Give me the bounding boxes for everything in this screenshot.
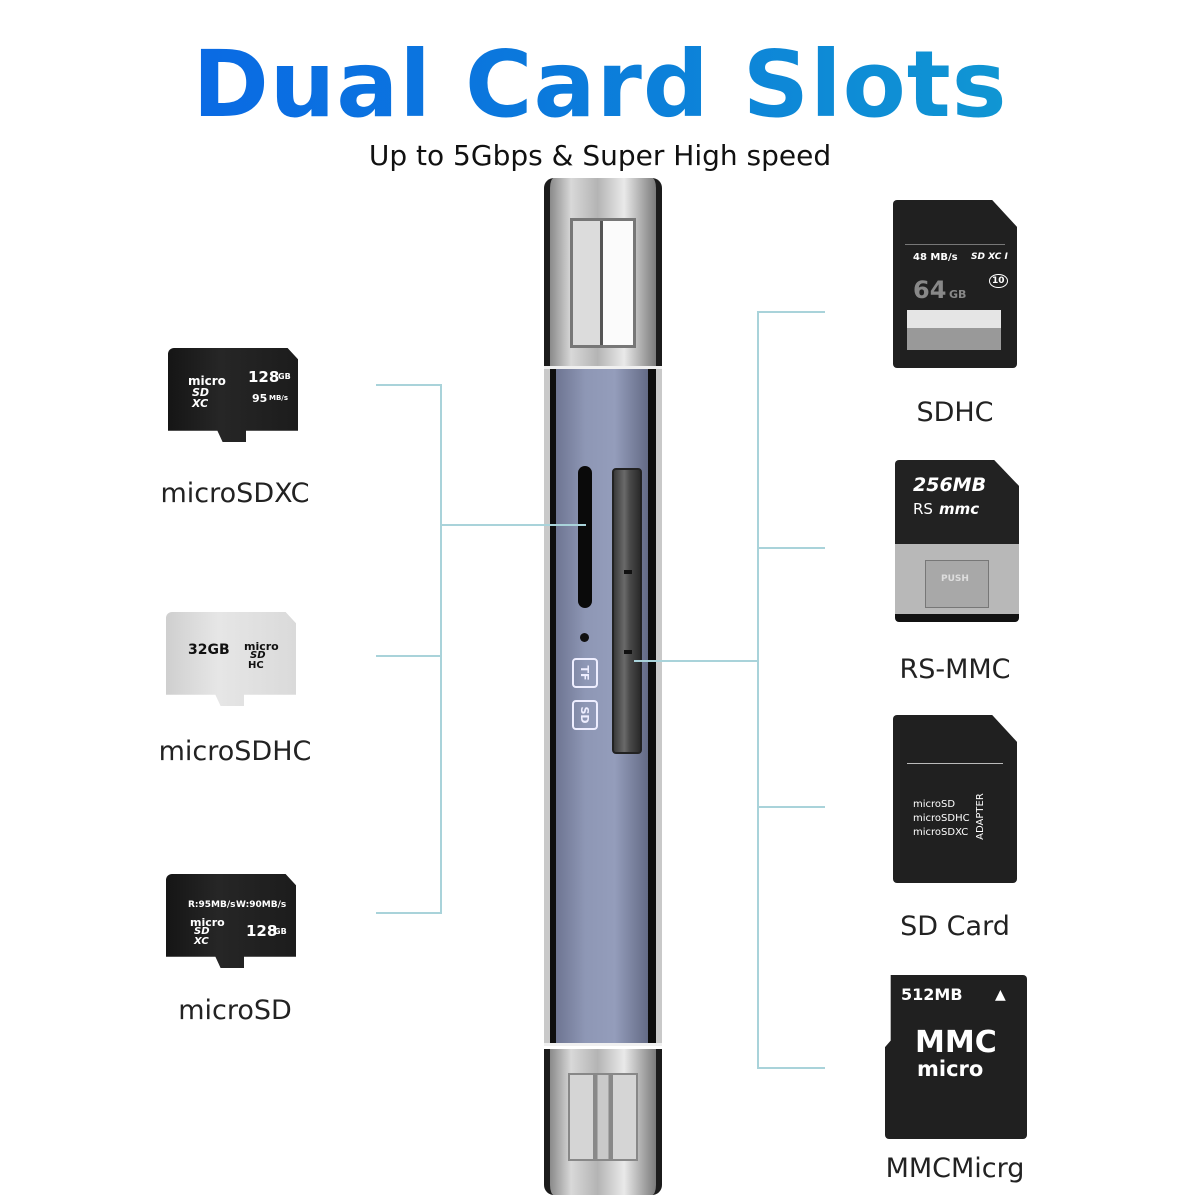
label-microsdhc: microSDHC <box>158 736 312 767</box>
sd-slot-icon: SD <box>572 700 598 730</box>
label-sd-card: SD Card <box>900 911 1010 942</box>
device-top-connector <box>544 178 662 366</box>
sd-adapter-card-image: microSD microSDHC microSDXC ADAPTER <box>893 715 1017 883</box>
label-sdhc: SDHC <box>916 397 994 428</box>
label-rs-mmc: RS-MMC <box>899 654 1011 685</box>
microsd-card-image: R:95MB/s W:90MB/s micro SD XC 128 GB <box>166 874 296 968</box>
triangle-icon: ▲ <box>995 987 1006 1003</box>
mmc-micro-card-image: 512MB ▲ MMC micro <box>885 975 1027 1139</box>
sd-card-slot <box>612 468 642 754</box>
connector-line <box>440 524 586 526</box>
connector-line <box>757 311 825 313</box>
tf-slot-icon: TF <box>572 658 598 688</box>
rs-mmc-card-image: 256MB RS mmc PUSH <box>895 460 1019 622</box>
connector-line <box>757 311 759 1069</box>
connector-line <box>376 912 442 914</box>
microsdxc-card-image: micro SD XC 128 GB 95 MB/s <box>168 348 298 442</box>
label-microsdxc: microSDXC <box>160 478 310 509</box>
connector-line <box>634 660 759 662</box>
device-bottom-connector <box>544 1049 662 1195</box>
connector-line <box>757 547 825 549</box>
connector-line <box>376 384 442 386</box>
connector-line <box>757 1067 825 1069</box>
microsdhc-card-image: 32GB micro SD HC <box>166 612 296 706</box>
led-indicator <box>580 633 589 642</box>
label-mmc-micro: MMCMicrg <box>885 1153 1025 1184</box>
connector-line <box>757 806 825 808</box>
page-subtitle: Up to 5Gbps & Super High speed <box>368 139 832 172</box>
connector-line <box>376 655 442 657</box>
label-microsd: microSD <box>178 995 292 1026</box>
sdhc-card-image: 48 MB/s SD XC I 64 GB 10 <box>893 200 1017 368</box>
connector-line <box>440 384 442 914</box>
device-body <box>544 366 662 1046</box>
page-title: Dual Card Slots <box>0 30 1200 140</box>
tf-card-slot <box>578 466 592 608</box>
